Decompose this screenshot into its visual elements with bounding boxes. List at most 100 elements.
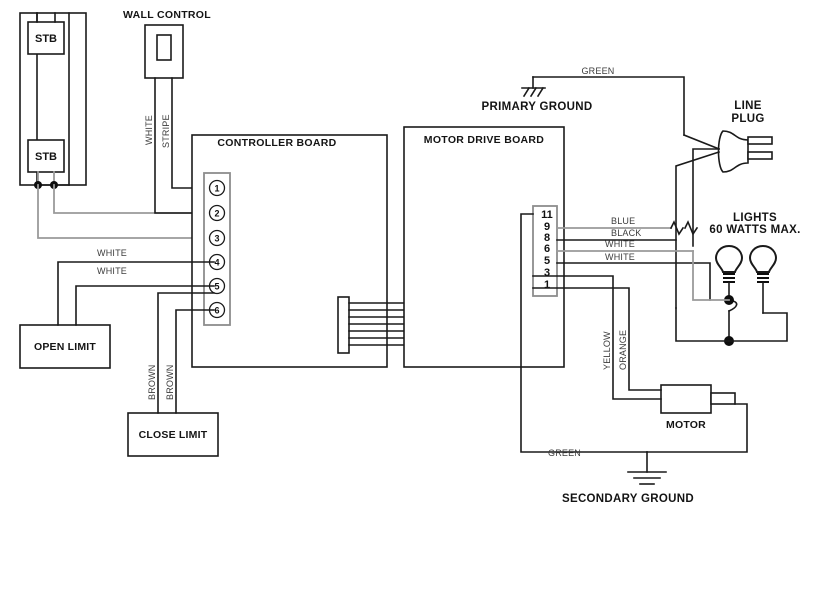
light-bulb-2 — [748, 244, 778, 283]
stb-enclosure-group: STB STB — [19, 12, 215, 239]
controller-terminal-5[interactable]: 5 — [208, 277, 226, 295]
primary-ground-hatch-1 — [522, 86, 531, 98]
open-limit-label: OPEN LIMIT — [34, 341, 96, 353]
controller-terminal-2[interactable]: 2 — [208, 204, 226, 222]
controller-terminal-1-circle — [208, 179, 226, 197]
motor-drive-terminal-6-number: 6 — [544, 243, 550, 255]
motor-drive-terminal-8[interactable]: 8 — [544, 232, 550, 244]
wire-label-white-upper: WHITE — [605, 239, 635, 249]
wire-label-wall-white: WHITE — [144, 115, 154, 145]
primary-ground-green-wire — [532, 76, 685, 136]
wire-label-black: BLACK — [611, 228, 642, 238]
wall-control-group: WALL CONTROL WHITE STRIPE — [123, 9, 215, 214]
light-bulb-2-glass — [748, 244, 778, 273]
open-limit-wire-to-terminal-5 — [75, 285, 215, 326]
primary-ground-hatch-2 — [529, 86, 538, 98]
open-limit-group: OPEN LIMIT WHITE WHITE — [19, 248, 215, 369]
line-plug-cord-upper — [692, 148, 720, 247]
motor-drive-terminal-8-number: 8 — [544, 232, 550, 244]
close-limit-wire-1 — [157, 292, 215, 414]
wire-label-open-limit-white-1: WHITE — [97, 248, 127, 258]
wire-label-green-secondary: GREEN — [548, 448, 581, 458]
motor-label: MOTOR — [666, 419, 706, 431]
motor-ground-wire — [646, 403, 748, 453]
light-bulb-1-base-3 — [723, 281, 735, 283]
motor-drive-terminal-3[interactable]: 3 — [544, 267, 550, 279]
controller-terminal-5-number: 5 — [214, 282, 219, 292]
lights-title-1: LIGHTS — [733, 212, 777, 224]
motor-drive-terminal-strip — [532, 205, 558, 297]
controller-terminal-6-number: 6 — [214, 306, 219, 316]
wire-crossover-coil-2 — [683, 220, 699, 236]
light-bulb-1-glass — [714, 244, 744, 273]
wall-control-title: WALL CONTROL — [123, 9, 211, 21]
stb-lower-box — [27, 139, 65, 173]
light-bulb-1 — [714, 244, 744, 283]
motor-drive-terminal-9-number: 9 — [544, 221, 550, 233]
controller-terminal-3-circle — [208, 229, 226, 247]
line-plug-group: LINE PLUG — [675, 100, 773, 309]
primary-ground-label: PRIMARY GROUND — [482, 101, 593, 113]
controller-terminal-2-circle — [208, 204, 226, 222]
wire-label-green-primary: GREEN — [581, 66, 614, 76]
motor-drive-terminal-3-number: 3 — [544, 267, 550, 279]
line-plug-cord-lower — [675, 150, 721, 309]
controller-terminal-2-number: 2 — [214, 209, 219, 219]
controller-board-group: CONTROLLER BOARD 1 2 3 4 5 — [191, 134, 405, 368]
primary-ground-hatch-3 — [536, 86, 545, 98]
wire-label-yellow: YELLOW — [602, 331, 612, 370]
secondary-ground-label: SECONDARY GROUND — [562, 493, 694, 505]
motor-drive-terminal-1-number: 1 — [544, 279, 550, 291]
stb-wire-to-terminal-2 — [53, 184, 215, 214]
motor-drive-wires-group: BLUE BLACK WHITE WHITE — [556, 216, 711, 301]
motor-drive-terminal-11-number: 11 — [541, 209, 553, 221]
lights-group: LIGHTS 60 WATTS MAX. — [675, 212, 800, 346]
close-limit-group: CLOSE LIMIT BROWN BROWN — [127, 292, 219, 457]
terminal-11-ground-wire — [520, 213, 648, 453]
wire-label-close-limit-brown-1: BROWN — [147, 365, 157, 401]
wall-control-button[interactable] — [156, 34, 172, 61]
ribbon-connector-block — [337, 296, 350, 354]
wire-label-orange: ORANGE — [618, 330, 628, 370]
stb-upper-box — [27, 21, 65, 55]
lights-title-2: 60 WATTS MAX. — [709, 224, 800, 236]
light-bulb-2-base-2 — [757, 277, 769, 279]
secondary-ground-group: GREEN SECONDARY GROUND — [548, 448, 694, 505]
motor-drive-board-group: MOTOR DRIVE BOARD 11 9 8 6 5 3 1 — [403, 126, 565, 368]
wire-label-blue: BLUE — [611, 216, 635, 226]
controller-terminal-1-number: 1 — [214, 184, 219, 194]
wire-label-wall-stripe: STRIPE — [161, 114, 171, 148]
motor-wire-orange — [532, 287, 662, 391]
lights-return-wire-black — [728, 312, 788, 342]
stb-wire-to-terminal-3 — [37, 184, 215, 239]
line-plug-title-2: PLUG — [731, 113, 764, 125]
motor-drive-terminal-6[interactable]: 6 — [544, 243, 550, 255]
close-limit-wire-2 — [175, 309, 215, 414]
motor-drive-terminal-5-number: 5 — [544, 255, 550, 267]
motor-group: MOTOR YELLOW ORANGE — [532, 275, 748, 453]
stb-upper-label: STB — [35, 33, 57, 45]
wire-white-terminal-5 — [556, 262, 711, 301]
motor-shaft — [710, 392, 736, 405]
lights-return-wire-gray — [692, 250, 730, 301]
controller-board-title: CONTROLLER BOARD — [217, 137, 336, 149]
motor-drive-board-title: MOTOR DRIVE BOARD — [424, 134, 545, 146]
close-limit-box — [127, 412, 219, 457]
controller-terminal-4-number: 4 — [214, 258, 219, 268]
motor-drive-terminal-9[interactable]: 9 — [544, 221, 550, 233]
motor-drive-terminal-11[interactable]: 11 — [541, 209, 553, 221]
light-bulb-1-base-1 — [723, 273, 735, 275]
controller-terminal-1[interactable]: 1 — [208, 179, 226, 197]
controller-terminal-3[interactable]: 3 — [208, 229, 226, 247]
motor-drive-terminal-1[interactable]: 1 — [544, 279, 550, 291]
wire-label-close-limit-brown-2: BROWN — [165, 365, 175, 401]
motor-body — [660, 384, 712, 414]
line-plug-body — [717, 130, 749, 173]
light-bulb-2-base-1 — [757, 273, 769, 275]
motor-drive-terminal-5[interactable]: 5 — [544, 255, 550, 267]
wire-label-open-limit-white-2: WHITE — [97, 266, 127, 276]
line-plug-prong-lower — [747, 151, 773, 160]
lights-feed-wire — [675, 307, 730, 342]
